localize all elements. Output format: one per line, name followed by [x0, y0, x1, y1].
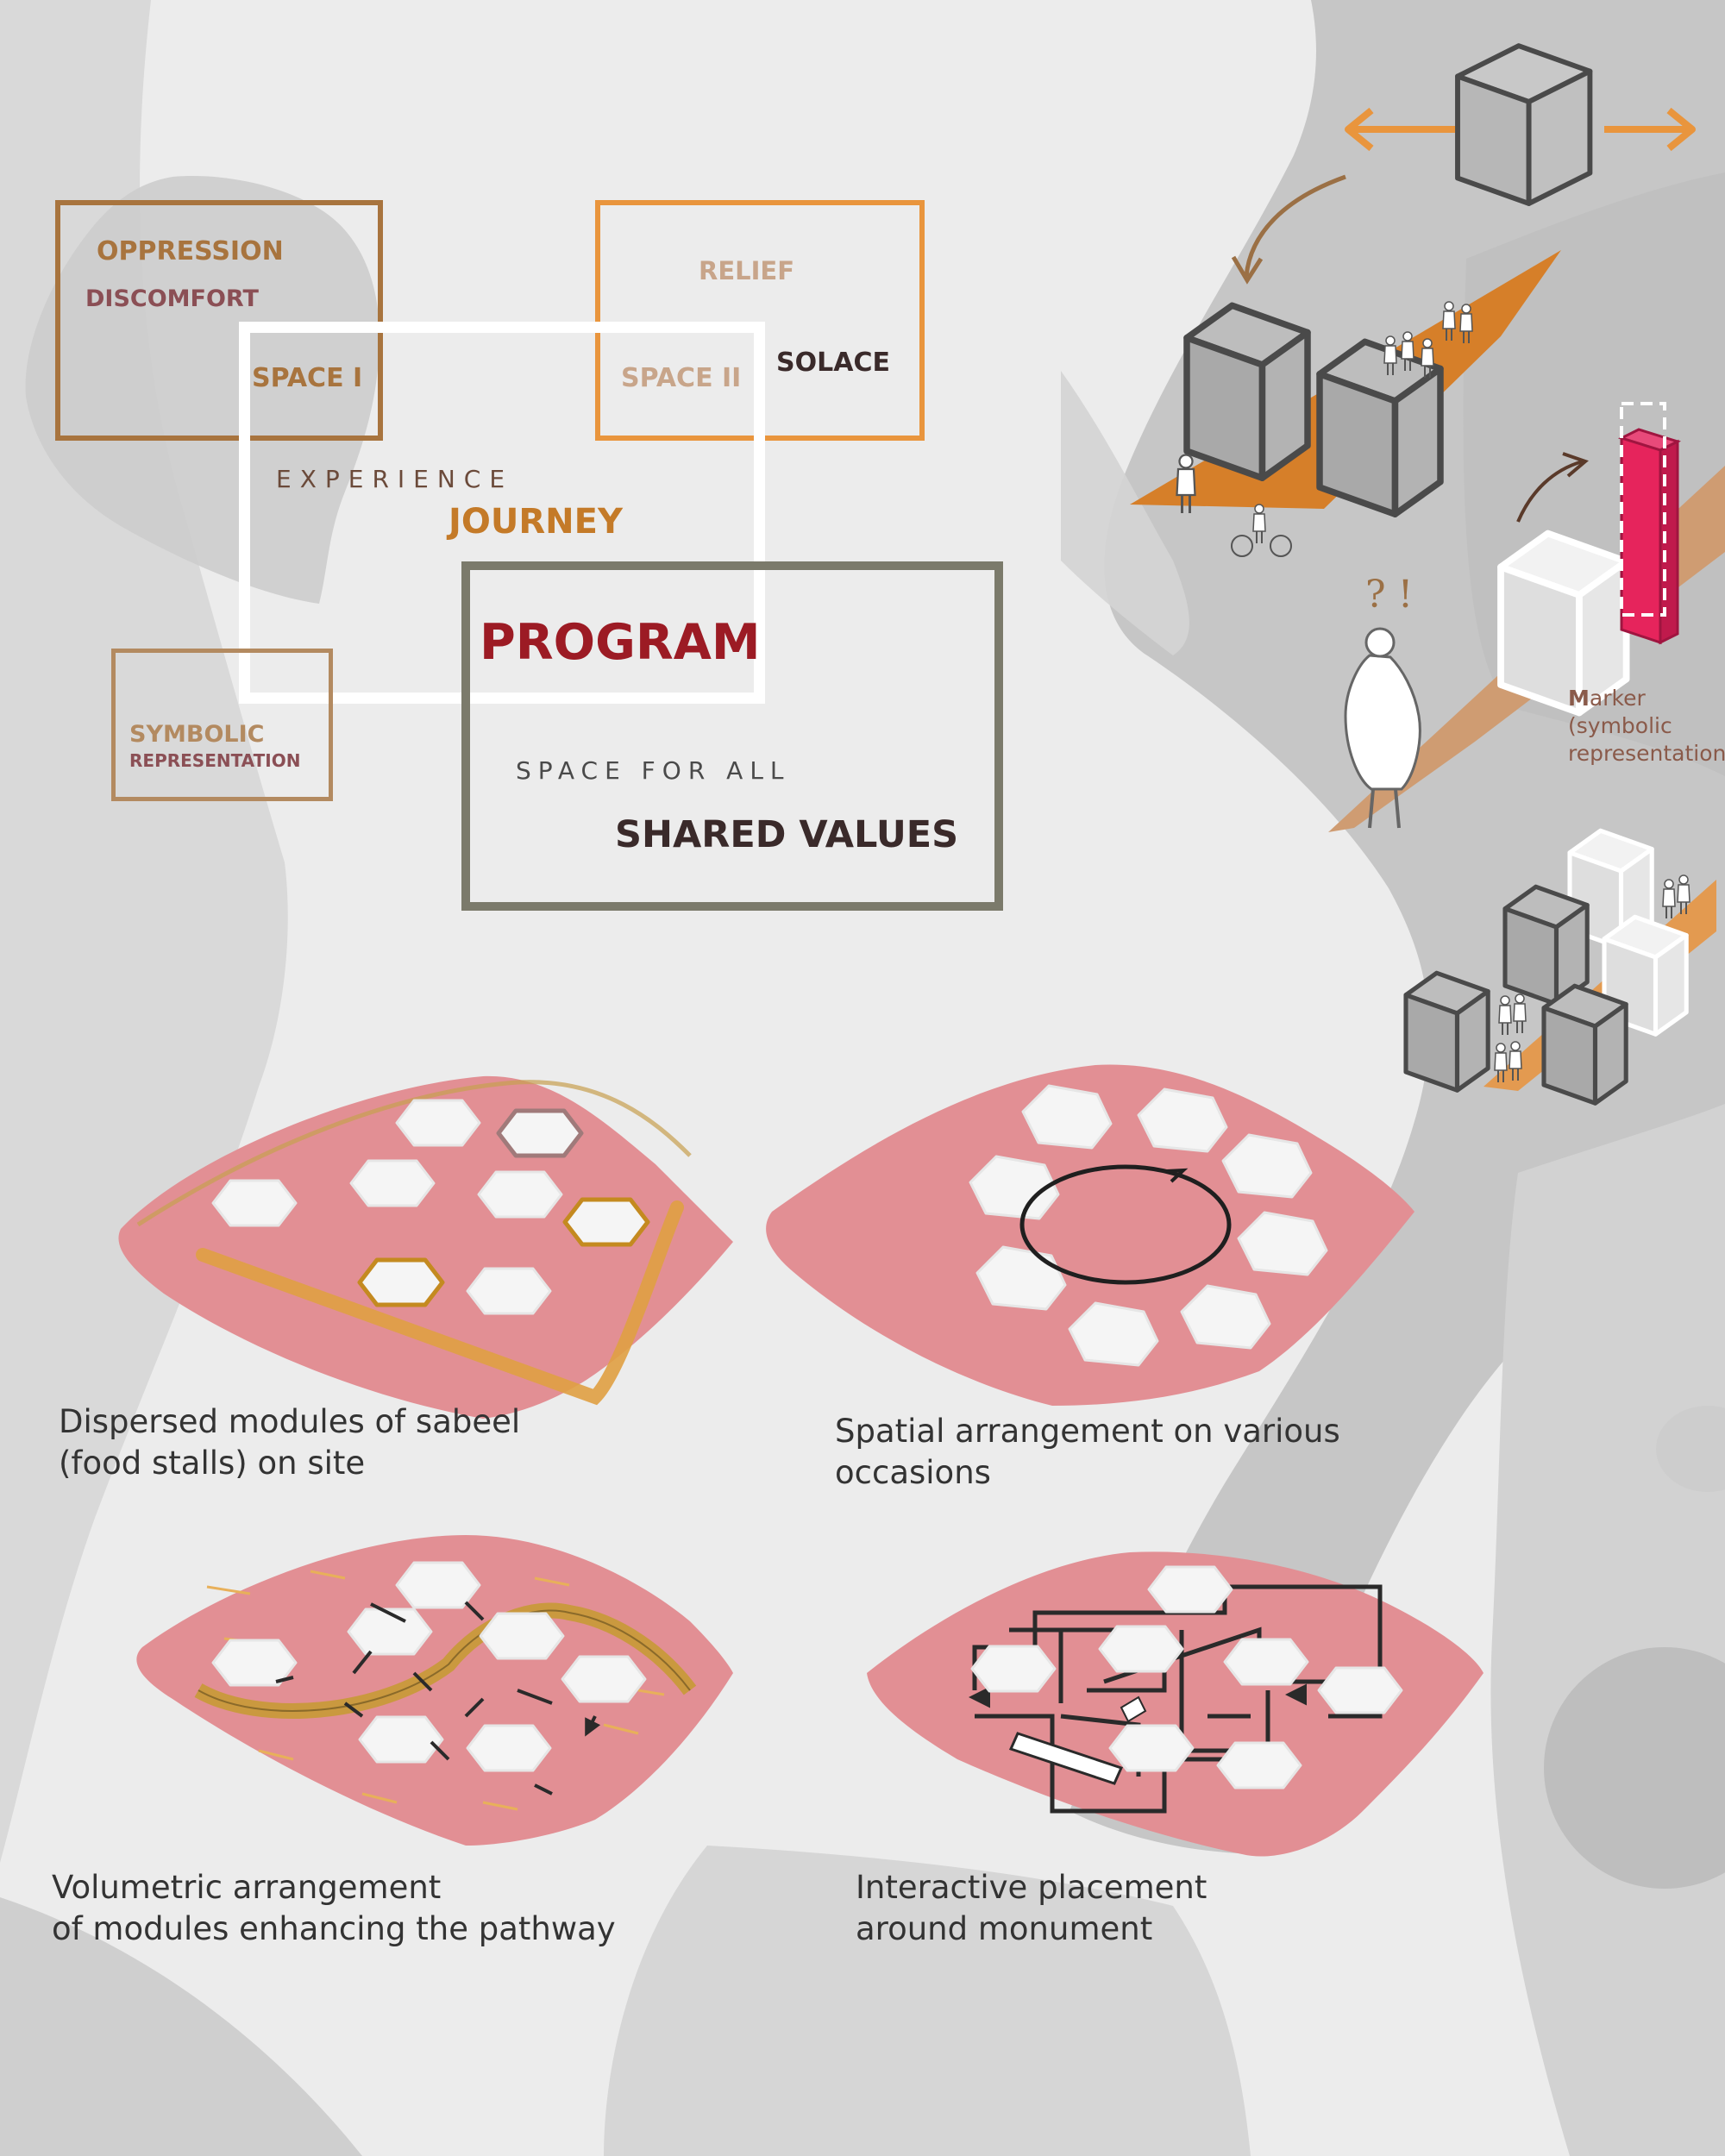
question-marks: ? !	[1365, 573, 1414, 617]
caption-volumetric: Volumetric arrangement of modules enhanc…	[52, 1867, 616, 1950]
caption-volumetric-line2: of modules enhancing the pathway	[52, 1910, 616, 1947]
program-title: PROGRAM	[480, 614, 761, 671]
shared-values-label: SHARED VALUES	[615, 813, 959, 856]
discomfort-label: DISCOMFORT	[85, 285, 259, 312]
caption-interactive: Interactive placement around monument	[856, 1867, 1207, 1950]
relief-label: RELIEF	[699, 256, 795, 285]
journey-label: JOURNEY	[448, 502, 623, 542]
caption-spatial-line1: Spatial arrangement on various	[835, 1413, 1340, 1450]
caption-dispersed-line2: (food stalls) on site	[59, 1445, 366, 1482]
symbolic-label: SYMBOLIC	[129, 721, 265, 748]
caption-dispersed-line1: Dispersed modules of sabeel	[59, 1403, 521, 1440]
space-two-label: SPACE II	[621, 363, 742, 393]
space-one-frame	[55, 200, 383, 441]
marker-line2: (symbolic	[1568, 713, 1672, 738]
caption-interactive-line2: around monument	[856, 1910, 1153, 1947]
experience-label: EXPERIENCE	[276, 465, 514, 493]
solace-label: SOLACE	[776, 348, 890, 378]
representation-label: REPRESENTATION	[129, 750, 301, 771]
caption-volumetric-line1: Volumetric arrangement	[52, 1869, 442, 1906]
space-for-all-label: SPACE FOR ALL	[516, 756, 791, 785]
caption-dispersed: Dispersed modules of sabeel (food stalls…	[59, 1401, 520, 1484]
marker-line3: representation)	[1568, 741, 1725, 766]
space-one-label: SPACE I	[252, 363, 363, 393]
caption-interactive-line1: Interactive placement	[856, 1869, 1208, 1906]
marker-word: arker	[1589, 686, 1646, 711]
caption-spatial: Spatial arrangement on various occasions	[835, 1411, 1340, 1494]
program-frame	[461, 561, 1003, 911]
caption-spatial-line2: occasions	[835, 1454, 991, 1491]
marker-label: Marker (symbolic representation)	[1568, 685, 1725, 768]
marker-bold-letter: M	[1568, 686, 1590, 711]
symbolic-frame	[111, 649, 333, 801]
experience-journey-frame	[239, 322, 765, 704]
oppression-label: OPPRESSION	[97, 236, 284, 266]
